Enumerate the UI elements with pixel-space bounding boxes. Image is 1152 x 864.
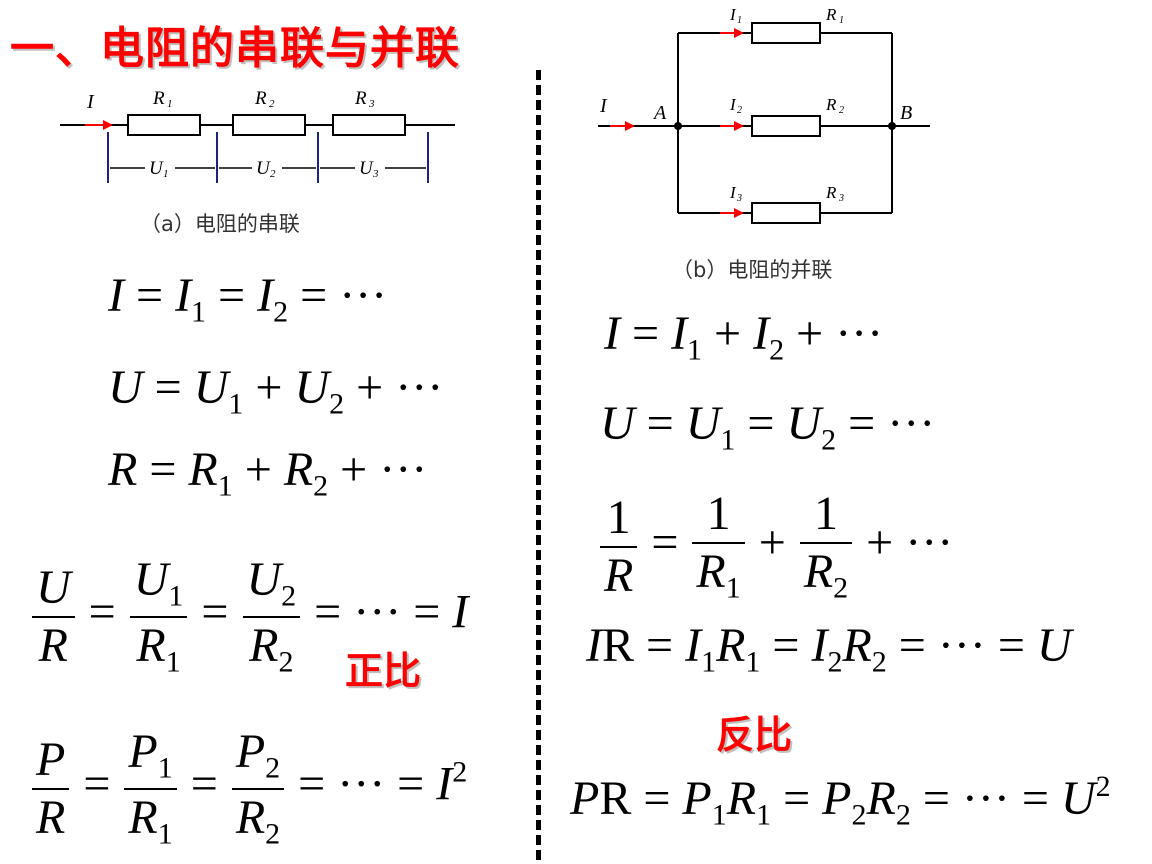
series-u1-sub: 1 <box>163 168 169 180</box>
series-r3-label: R <box>354 88 367 109</box>
series-voltage-formula: U = U1 + U2 + ··· <box>108 361 444 421</box>
dashed-divider <box>536 70 541 860</box>
parallel-r1-label: R <box>825 5 837 24</box>
parallel-i1-sub: 1 <box>737 15 742 26</box>
parallel-r2-label: R <box>825 95 837 114</box>
parallel-i1-label: I <box>729 5 737 24</box>
parallel-current-label: I <box>599 95 608 117</box>
parallel-current-formula: I = I1 + I2 + ··· <box>604 307 884 367</box>
parallel-i3-sub: 3 <box>736 193 742 204</box>
parallel-i2-sub: 2 <box>737 105 742 116</box>
series-r1-label: R <box>152 88 165 109</box>
series-caption: （a）电阻的串联 <box>140 212 300 236</box>
parallel-r1-sub: 1 <box>839 15 844 26</box>
series-r2-label: R <box>254 88 267 109</box>
parallel-current-product-formula: IR = I1R1 = I2R2 = ··· = U <box>586 619 1072 679</box>
series-circuit-diagram: I R 1 R 2 R 3 U 1 U 2 U 3 <box>60 88 455 183</box>
parallel-i3-label: I <box>729 183 737 202</box>
parallel-circuit-diagram: I A B I 1 I 2 I 3 R 1 R 2 R 3 <box>598 5 930 224</box>
series-u2-sub: 2 <box>270 168 276 180</box>
page-title: 一、电阻的串联与并联 <box>10 23 460 74</box>
parallel-voltage-formula: U = U1 = U2 = ··· <box>600 397 936 457</box>
parallel-r2-sub: 2 <box>839 105 844 116</box>
parallel-power-product-formula: PR = P1R1 = P2R2 = ··· = U2 <box>570 770 1111 832</box>
inverse-label: 反比 <box>716 713 793 757</box>
node-b-label: B <box>900 102 912 124</box>
series-u2-label: U <box>256 158 271 179</box>
series-r3-sub: 3 <box>368 98 375 110</box>
series-u1-label: U <box>149 158 164 179</box>
series-resistance-formula: R = R1 + R2 + ··· <box>108 443 428 503</box>
parallel-r3-sub: 3 <box>838 193 844 204</box>
series-u3-label: U <box>359 158 374 179</box>
series-current-formula: I = I1 = I2 = ··· <box>108 269 388 329</box>
parallel-caption: （b）电阻的并联 <box>672 258 833 282</box>
parallel-i2-label: I <box>729 95 737 114</box>
series-current-label: I <box>86 91 95 113</box>
series-r2-sub: 2 <box>269 98 275 110</box>
parallel-r3-label: R <box>825 183 837 202</box>
node-a-label: A <box>652 102 667 124</box>
series-r1-sub: 1 <box>167 98 173 110</box>
proportional-label: 正比 <box>345 649 422 693</box>
series-u3-sub: 3 <box>372 168 379 180</box>
